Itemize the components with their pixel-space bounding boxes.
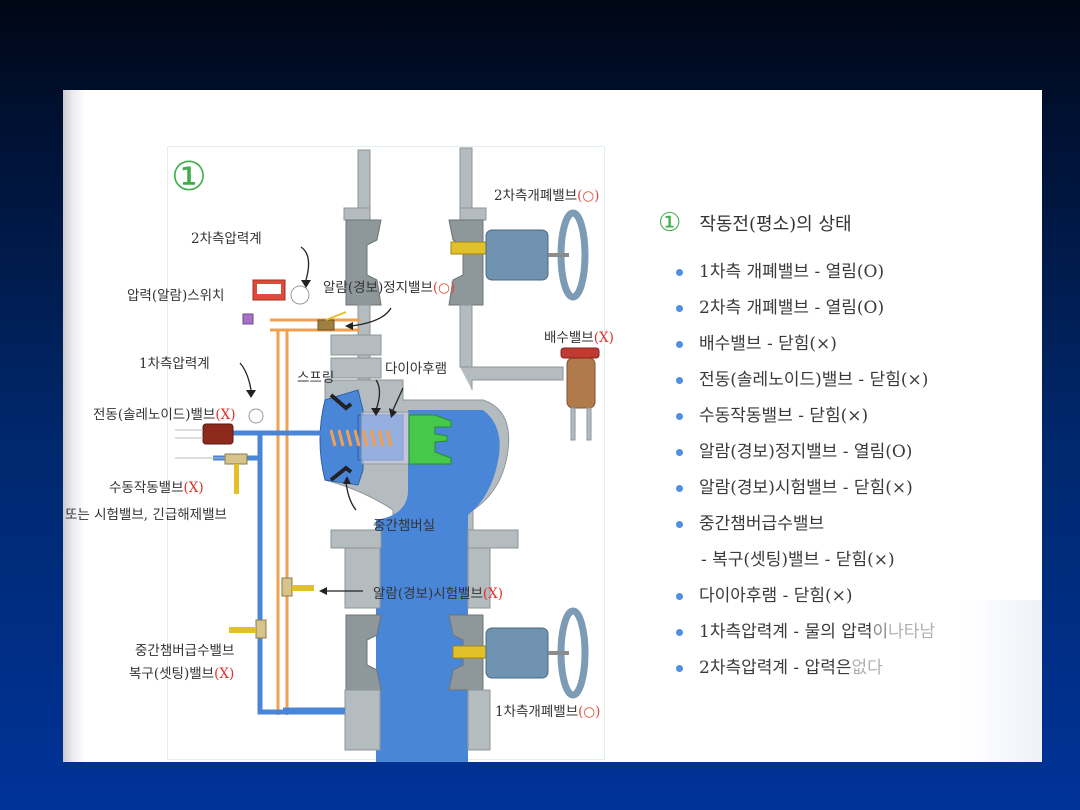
bullet-icon [676, 520, 683, 528]
bullet-icon [676, 376, 683, 384]
label-alarm-stop-valve: 알람(경보)정지밸브(○) [323, 280, 456, 296]
label-chamber-supply-valve: 중간챔버급수밸브 [135, 643, 235, 659]
scan-fade-overlay [963, 600, 1042, 762]
bullet-icon [676, 268, 683, 276]
status-step-number: ① [658, 208, 682, 238]
list-item: 1차측 개폐밸브 - 열림(O) [658, 254, 1038, 290]
list-item: 전동(솔레노이드)밸브 - 닫힘(×) [658, 362, 1038, 398]
preaction-valve-diagram [175, 147, 600, 762]
list-item: 다이아후램 - 닫힘(×) [658, 578, 1038, 614]
list-item: 알람(경보)정지밸브 - 열림(O) [658, 434, 1038, 470]
bullet-icon [676, 448, 683, 456]
label-pressure-alarm-switch: 압력(알람)스위치 [127, 288, 225, 304]
bullet-icon [676, 664, 683, 672]
list-item: 2차측 개폐밸브 - 열림(O) [658, 290, 1038, 326]
bullet-icon [676, 628, 683, 636]
label-diaphragm: 다이아후램 [385, 361, 448, 377]
bullet-icon [676, 484, 683, 492]
page-binding-shadow [63, 90, 85, 762]
list-item: 알람(경보)시험밸브 - 닫힘(×) [658, 470, 1038, 506]
list-subitem: - 복구(셋팅)밸브 - 닫힘(×) [701, 550, 895, 570]
status-list-title: 작동전(평소)의 상태 [699, 214, 852, 235]
label-drain-valve: 배수밸브(X) [544, 330, 614, 346]
label-secondary-open-close-valve: 2차측개폐밸브(○) [494, 188, 600, 204]
bullet-icon [676, 592, 683, 600]
label-spring: 스프링 [297, 370, 335, 386]
label-manual-valve: 수동작동밸브(X) [109, 480, 204, 496]
bullet-icon [676, 304, 683, 312]
label-primary-open-close-valve: 1차측개폐밸브(○) [495, 704, 601, 720]
scanned-figure: ① 2차측개폐밸브(○) 2차측압력계 압력(알람)스위치 알람(경보)정지밸브… [63, 90, 1042, 762]
bullet-icon [676, 412, 683, 420]
label-manual-valve-alt: 또는 시험밸브, 긴급해제밸브 [65, 507, 227, 523]
status-list-heading: ① 작동전(평소)의 상태 [658, 208, 1038, 238]
label-intermediate-chamber: 중간챔버실 [373, 518, 436, 534]
list-item: 배수밸브 - 닫힘(×) [658, 326, 1038, 362]
status-list: ① 작동전(평소)의 상태 1차측 개폐밸브 - 열림(O) 2차측 개폐밸브 … [658, 208, 1038, 686]
list-item: 중간챔버급수밸브 [658, 506, 1038, 542]
list-item: 2차측압력계 - 압력은 없다 [658, 650, 1038, 686]
diagram-step-number: ① [171, 154, 207, 200]
label-solenoid-valve: 전동(솔레노이드)밸브(X) [93, 407, 236, 423]
label-secondary-pressure-gauge: 2차측압력계 [191, 231, 262, 247]
list-item: 수동작동밸브 - 닫힘(×) [658, 398, 1038, 434]
label-primary-pressure-gauge: 1차측압력계 [139, 356, 210, 372]
label-alarm-test-valve: 알람(경보)시험밸브(X) [373, 586, 504, 602]
label-reset-valve: 복구(셋팅)밸브(X) [129, 666, 235, 682]
bullet-icon [676, 340, 683, 348]
